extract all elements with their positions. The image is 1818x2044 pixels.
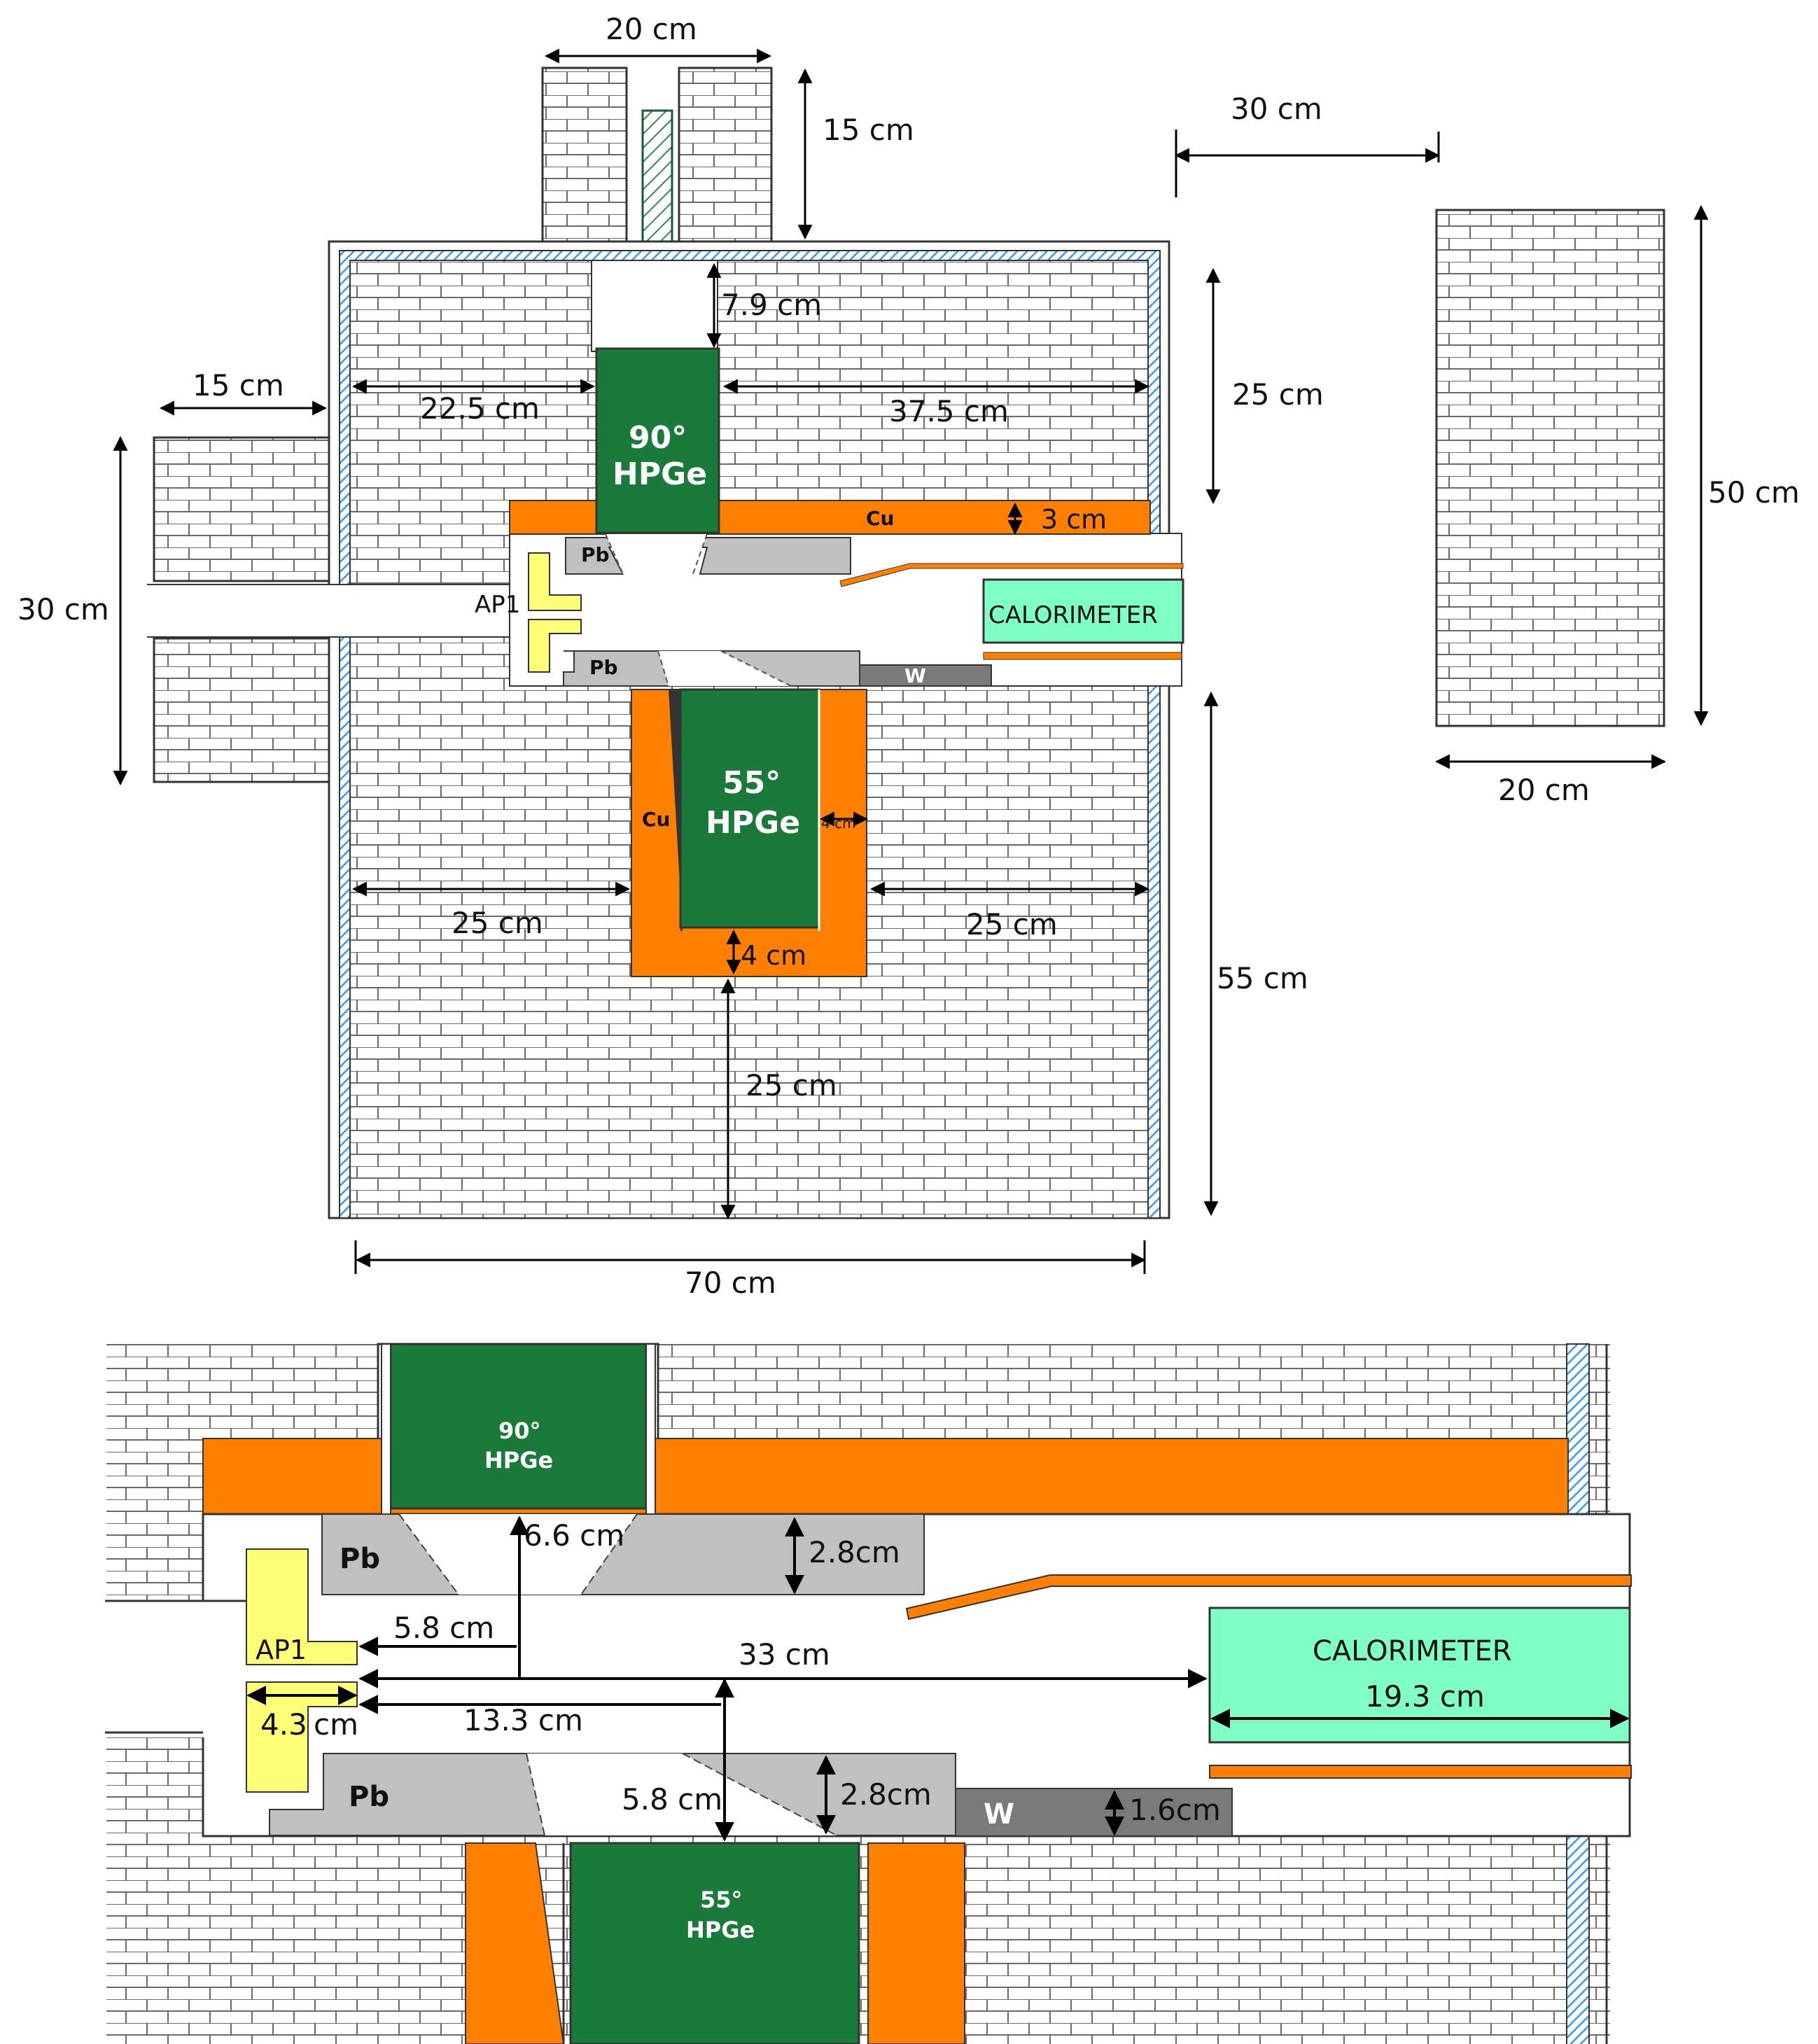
- dim-4cm-side: 4 cm: [821, 815, 856, 832]
- detail-label-w: W: [984, 1798, 1014, 1830]
- detail-dim-1-6cm: 1.6cm: [1129, 1793, 1221, 1827]
- detail-ap1-upper: [246, 1548, 358, 1665]
- dim-7-9cm: 7.9 cm: [721, 288, 822, 322]
- brick-block-top-left: [541, 66, 628, 243]
- detail-view: 6.6 cm 2.8cm 5.8 cm 33 cm 19.3 cm 4.3 cm…: [105, 1343, 1632, 2044]
- label-calorimeter: CALORIMETER: [988, 601, 1158, 629]
- detail-dim-6-6cm: 6.6 cm: [524, 1518, 624, 1553]
- detail-beam-line-upper: [905, 1574, 1632, 1620]
- label-w: W: [904, 664, 926, 687]
- detail-hpge-90-angle: 90°: [498, 1418, 541, 1444]
- detail-dim-4-3: 4.3: [260, 1707, 307, 1742]
- detail-beam-line-lower: [1209, 1765, 1632, 1779]
- dim-25cm-bottom: 25 cm: [746, 1068, 837, 1102]
- brick-block-right: [1435, 209, 1665, 727]
- detail-hpge-55-angle: 55°: [700, 1886, 743, 1913]
- dim-3cm: 3 cm: [1041, 504, 1107, 535]
- dimension-lines: [113, 48, 1709, 1274]
- dim-37-5cm: 37.5 cm: [889, 394, 1009, 428]
- dim-30cm-left: 30 cm: [18, 592, 109, 626]
- detail-dim-5-8cm-left: 5.8 cm: [393, 1611, 494, 1645]
- detail-dim-4-3-unit: cm: [314, 1707, 358, 1742]
- detail-hpge-55-name: HPGe: [686, 1917, 755, 1943]
- detail-dim-2-8cm-bottom: 2.8cm: [840, 1777, 932, 1812]
- dim-25cm-left-lower: 25 cm: [452, 906, 543, 940]
- detail-cu-right: [867, 1842, 965, 2044]
- dim-70cm: 70 cm: [685, 1266, 776, 1300]
- detail-dim-13-3cm: 13.3 cm: [463, 1703, 583, 1737]
- dim-25cm-right-upper: 25 cm: [1232, 377, 1324, 412]
- detail-tungsten: [955, 1788, 1233, 1837]
- dim-15cm-left: 15 cm: [193, 368, 284, 402]
- detail-label-pb-top: Pb: [340, 1543, 380, 1575]
- detail-hpge-55: [569, 1842, 860, 2044]
- label-cu-top: Cu: [866, 507, 894, 530]
- beam-line-lower: [983, 652, 1182, 660]
- dim-55cm: 55 cm: [1217, 961, 1308, 995]
- hpge-90-detector: [595, 347, 720, 534]
- beam-line-upper: [839, 563, 1184, 587]
- dim-20cm-block: 20 cm: [1498, 773, 1590, 807]
- detail-hpge-90: [389, 1343, 648, 1510]
- label-cu-side: Cu: [642, 808, 670, 831]
- top-view: 20 cm 15 cm 7.9 cm 22.5 cm 37.5 cm 25 cm…: [18, 12, 1800, 1300]
- dim-15cm-top: 15 cm: [823, 113, 914, 147]
- dim-25cm-right-lower: 25 cm: [966, 907, 1058, 941]
- detail-dim-19-3cm: 19.3 cm: [1365, 1679, 1485, 1714]
- hpge-55-detector: [679, 688, 820, 929]
- dim-30cm-gap: 30 cm: [1231, 92, 1322, 126]
- detail-dim-33cm: 33 cm: [739, 1637, 830, 1672]
- label-pb-bottom: Pb: [589, 656, 618, 679]
- dim-4cm-bottom: 4 cm: [741, 940, 806, 971]
- beam-pipe-channel: [147, 584, 511, 637]
- hpge-90-angle: 90°: [629, 420, 687, 456]
- aperture-ap1-lower: [528, 619, 582, 673]
- detail-calorimeter: [1208, 1606, 1631, 1744]
- brick-block-left-upper: [153, 436, 330, 582]
- detail-label-ap1: AP1: [256, 1634, 307, 1665]
- aperture-ap1-upper: [528, 552, 582, 611]
- tungsten-block: [859, 664, 992, 687]
- dim-20cm-top: 20 cm: [606, 12, 697, 46]
- dim-50cm: 50 cm: [1708, 475, 1800, 510]
- hpge-90-name: HPGe: [613, 456, 707, 492]
- calorimeter-block: [982, 578, 1184, 644]
- brick-block-top-right: [678, 66, 773, 243]
- detail-hpge-90-name: HPGe: [484, 1447, 553, 1474]
- detail-ap1-lower: [246, 1681, 358, 1793]
- detail-dim-2-8cm-top: 2.8cm: [809, 1535, 900, 1569]
- label-ap1: AP1: [475, 591, 520, 619]
- hpge-55-name: HPGe: [706, 805, 800, 841]
- detail-label-pb-bottom: Pb: [349, 1781, 389, 1813]
- hpge-55-angle: 55°: [722, 765, 781, 801]
- detail-dim-5-8cm-center: 5.8 cm: [622, 1782, 722, 1816]
- detail-cu-left: [465, 1842, 565, 2044]
- detail-label-calorimeter: CALORIMETER: [1313, 1635, 1512, 1667]
- brick-block-left-lower: [153, 637, 330, 783]
- dim-22-5cm: 22.5 cm: [420, 391, 540, 426]
- label-pb-top: Pb: [581, 543, 610, 566]
- detail-dimension-lines: [246, 1516, 1630, 1842]
